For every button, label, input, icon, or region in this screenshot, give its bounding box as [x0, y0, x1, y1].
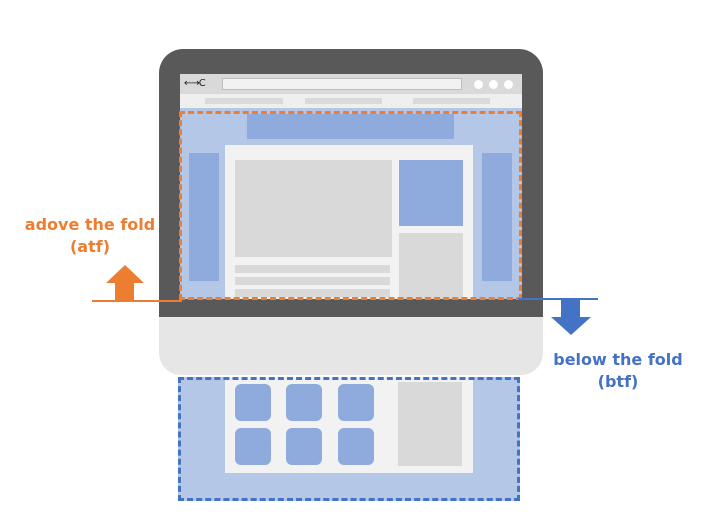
monitor-chin [159, 317, 543, 375]
browser-nav-icons: ←→C [184, 78, 206, 89]
sidebar-ad-block [399, 160, 463, 226]
product-tile [235, 384, 271, 421]
product-tile [338, 384, 374, 421]
btf-grey-block [398, 382, 462, 466]
right-skyscraper-ad [482, 153, 512, 281]
header-banner-ad [247, 114, 454, 139]
window-control-dot [474, 80, 483, 89]
product-tile [235, 428, 271, 465]
btf-label: below the fold (btf) [548, 349, 688, 393]
sidebar-grey-block [399, 233, 463, 299]
up-arrow-shaft [115, 283, 134, 300]
text-line [235, 277, 390, 285]
product-tile [338, 428, 374, 465]
atf-label: adove the fold (atf) [20, 214, 160, 258]
address-bar [222, 78, 462, 90]
up-arrow-icon [106, 265, 144, 283]
window-control-dot [489, 80, 498, 89]
content-image-placeholder [235, 160, 392, 257]
fold-line-right [518, 298, 598, 300]
window-control-dot [504, 80, 513, 89]
site-menu-item [413, 98, 490, 104]
down-arrow-shaft [561, 300, 580, 317]
atf-dashed-frame [179, 111, 522, 300]
btf-label-line1: below the fold [553, 350, 683, 369]
site-menu-item [205, 98, 283, 104]
product-tile [286, 384, 322, 421]
btf-dashed-frame [178, 377, 520, 501]
product-tile [286, 428, 322, 465]
atf-label-line1: adove the fold [24, 215, 156, 234]
atf-label-line2: (atf) [69, 237, 111, 256]
left-skyscraper-ad [189, 153, 219, 281]
btf-label-line2: (btf) [597, 372, 639, 391]
text-line [235, 265, 390, 273]
text-line [235, 289, 390, 297]
down-arrow-icon [551, 317, 591, 335]
fold-line-left [92, 300, 182, 302]
site-menu-item [305, 98, 382, 104]
